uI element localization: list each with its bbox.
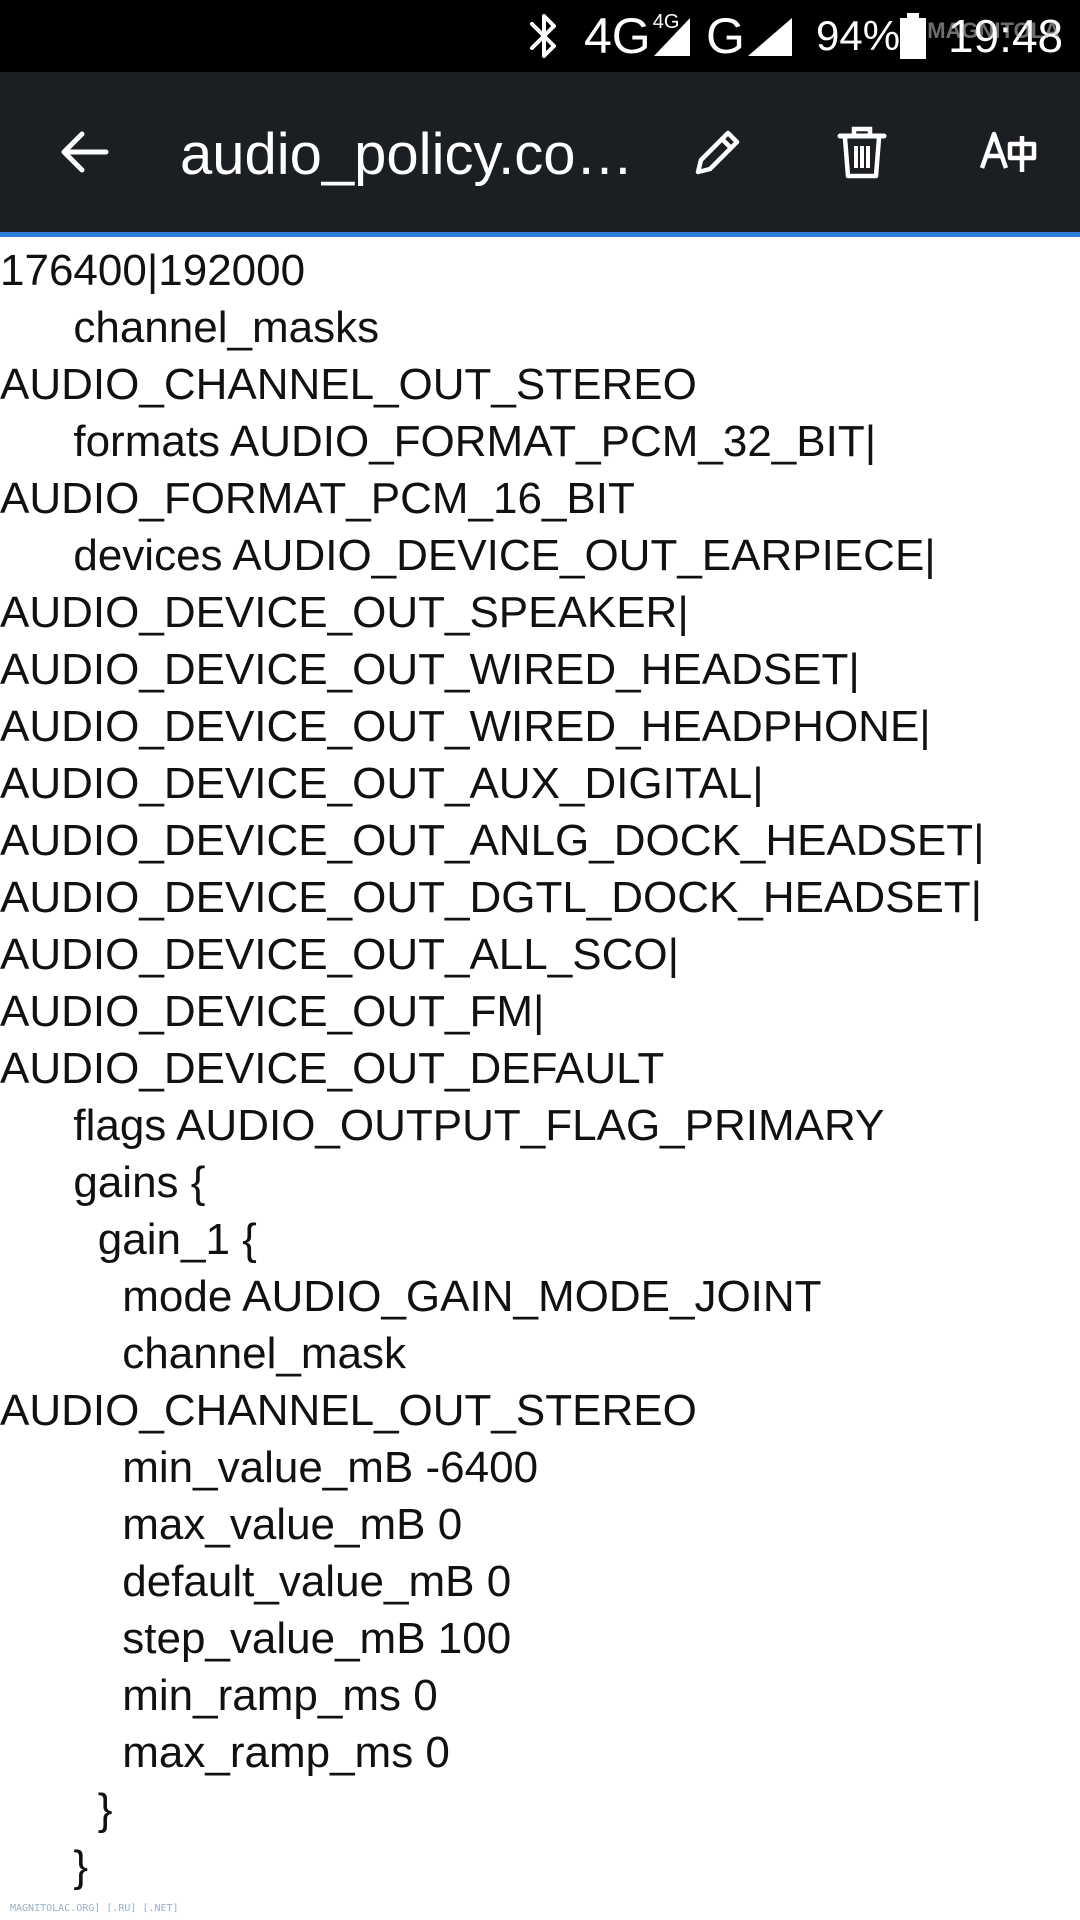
bluetooth-icon — [522, 0, 566, 72]
text-line: devices AUDIO_DEVICE_OUT_EARPIECE| — [0, 531, 936, 580]
text-line: gains { — [0, 1158, 206, 1207]
text-line: step_value_mB 100 — [0, 1614, 512, 1663]
text-line: default_value_mB 0 — [0, 1557, 512, 1606]
network-type-1-label: 4G — [584, 8, 651, 64]
pencil-icon — [688, 122, 748, 187]
text-line: formats AUDIO_FORMAT_PCM_32_BIT| — [0, 417, 877, 466]
text-line: AUDIO_CHANNEL_OUT_STEREO — [0, 360, 697, 409]
text-line: min_ramp_ms 0 — [0, 1671, 438, 1720]
signal-icon — [746, 0, 794, 72]
battery-percent-label: 94% — [816, 12, 901, 59]
text-line: } — [0, 1842, 89, 1891]
text-line: AUDIO_DEVICE_OUT_ANLG_DOCK_HEADSET| — [0, 816, 985, 865]
text-line: flags AUDIO_OUTPUT_FLAG_PRIMARY — [0, 1101, 885, 1150]
text-line: max_value_mB 0 — [0, 1500, 463, 1549]
trash-icon — [834, 122, 890, 187]
text-line: AUDIO_CHANNEL_OUT_STEREO — [0, 1386, 697, 1435]
text-line: min_value_mB -6400 — [0, 1443, 539, 1492]
back-button[interactable] — [34, 72, 134, 236]
file-content[interactable]: sampling_rates 44100|48000|88200|96000| 1… — [0, 237, 1080, 1920]
text-line: sampling_rates 44100|48000|88200|96000| — [0, 237, 1080, 242]
delete-button[interactable] — [812, 72, 912, 236]
back-arrow-icon — [54, 122, 114, 187]
text-line: 176400|192000 — [0, 246, 306, 295]
text-line: channel_masks — [0, 303, 380, 352]
edit-button[interactable] — [668, 72, 768, 236]
network-type-2: G — [706, 0, 745, 72]
translate-icon — [978, 122, 1038, 187]
text-line: AUDIO_DEVICE_OUT_AUX_DIGITAL| — [0, 759, 764, 808]
app-bar: audio_policy.co… — [0, 72, 1080, 236]
text-line: AUDIO_DEVICE_OUT_FM| — [0, 987, 545, 1036]
translate-button[interactable] — [958, 72, 1058, 236]
text-line: AUDIO_DEVICE_OUT_DEFAULT — [0, 1044, 665, 1093]
text-line: AUDIO_DEVICE_OUT_WIRED_HEADSET| — [0, 645, 860, 694]
battery-percent: 94% — [816, 0, 900, 72]
app-bar-accent-line — [0, 232, 1080, 237]
app-title: audio_policy.co… — [180, 121, 634, 187]
signal-icon — [652, 0, 692, 72]
text-lines: sampling_rates 44100|48000|88200|96000| 1… — [0, 237, 1080, 1895]
text-line: mode AUDIO_GAIN_MODE_JOINT — [0, 1272, 822, 1321]
clock-label: 19:48 — [948, 10, 1064, 62]
text-line: channel_mask — [0, 1329, 406, 1378]
battery-icon — [898, 0, 928, 72]
network-type-1-sup: 4G — [652, 10, 680, 33]
text-line: } — [0, 1785, 113, 1834]
text-line: AUDIO_DEVICE_OUT_WIRED_HEADPHONE| — [0, 702, 931, 751]
network-type-2-label: G — [706, 8, 745, 64]
text-line: gain_1 { — [0, 1215, 257, 1264]
text-line: AUDIO_DEVICE_OUT_SPEAKER| — [0, 588, 689, 637]
text-line: AUDIO_DEVICE_OUT_DGTL_DOCK_HEADSET| — [0, 873, 983, 922]
watermark-logo: MAGNITOLA — [927, 18, 1060, 43]
text-line: max_ramp_ms 0 — [0, 1728, 450, 1777]
text-line: AUDIO_FORMAT_PCM_16_BIT — [0, 474, 635, 523]
text-line: AUDIO_DEVICE_OUT_ALL_SCO| — [0, 930, 679, 979]
footer-watermark: MAGNITOLAC.ORG] [.RU] [.NET] — [10, 1903, 179, 1914]
clock: 19:48 — [948, 0, 1063, 72]
